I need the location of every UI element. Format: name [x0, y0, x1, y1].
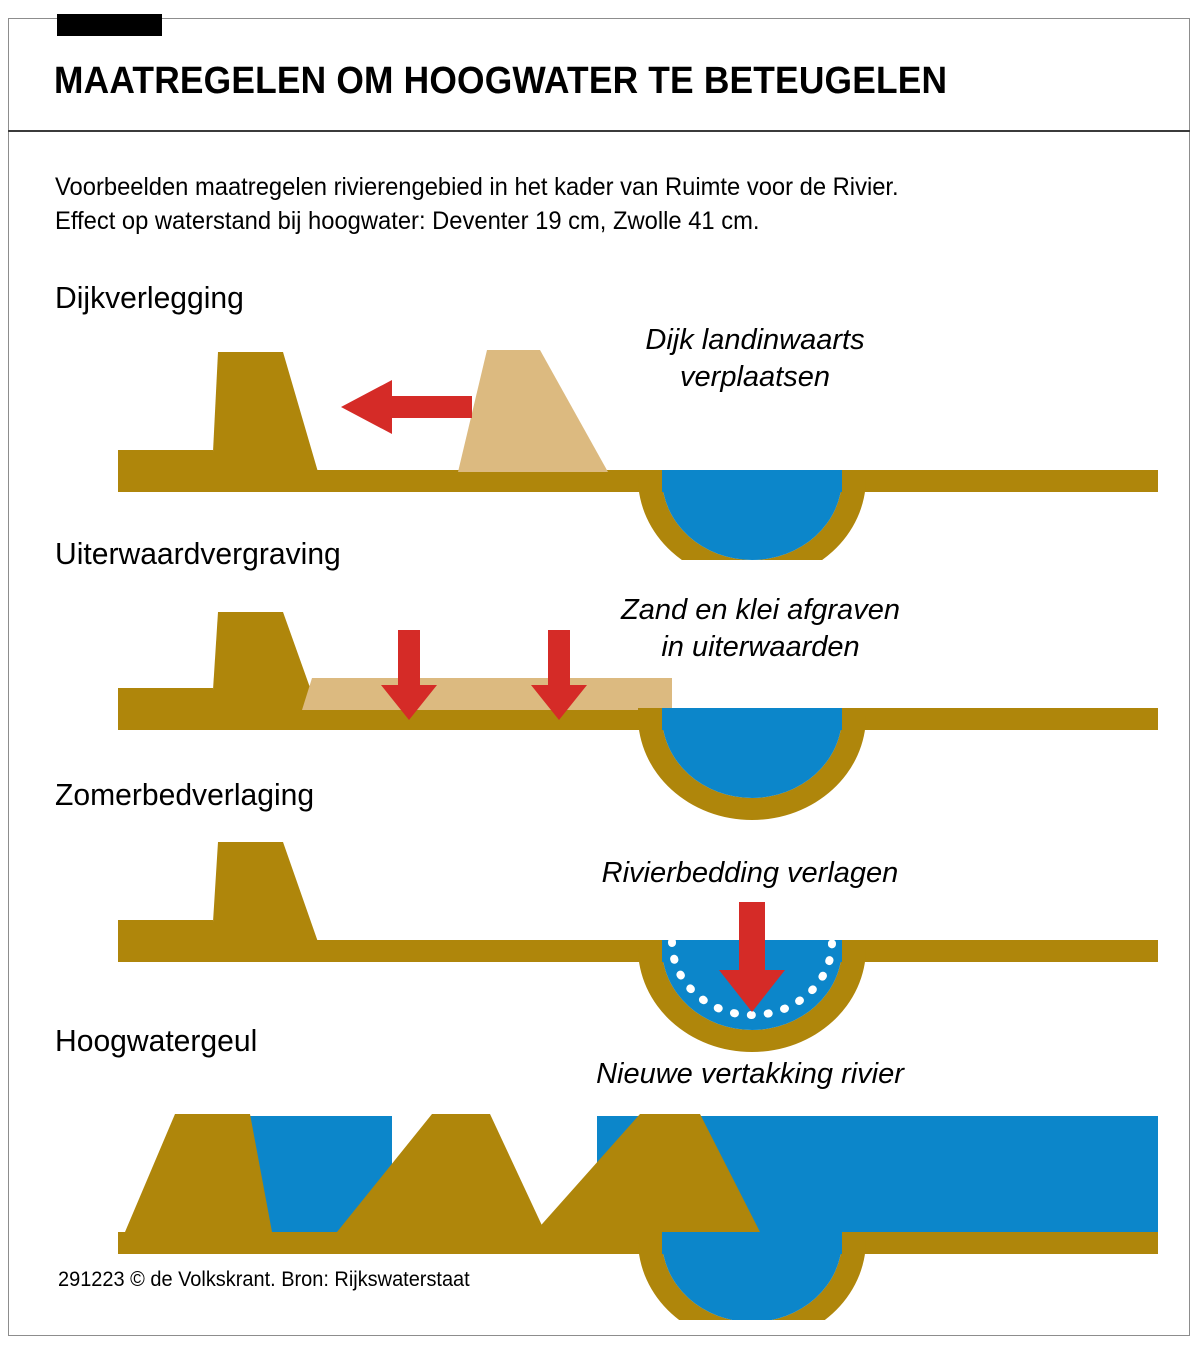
river-bank-gold [638, 708, 866, 820]
ground-strip [118, 470, 1158, 492]
diagram-zomerbedverlaging [0, 830, 1200, 1060]
annotation-line-1: Dijk landinwaarts [645, 324, 865, 356]
page-title: MAATREGELEN OM HOOGWATER TE BETEUGELEN [54, 60, 948, 102]
original-riverbed-dotted-line [668, 938, 836, 1019]
arrow-down-red-1 [381, 630, 437, 720]
arrow-down-red [719, 902, 785, 1012]
annotation-dijkverlegging: Dijk landinwaarts verplaatsen [585, 322, 925, 396]
section-label-dijkverlegging: Dijkverlegging [55, 280, 244, 315]
river-water-top [662, 470, 842, 492]
river-water-top [662, 1232, 842, 1254]
title-divider [8, 130, 1190, 132]
dike-1 [125, 1114, 272, 1232]
annotation-uiterwaardvergraving: Zand en klei afgraven in uiterwaarden [588, 592, 933, 666]
river-water [662, 470, 842, 560]
annotation-hoogwatergeul: Nieuwe vertakking rivier [565, 1056, 935, 1093]
existing-dike [213, 612, 318, 710]
left-berm [118, 688, 213, 714]
ground-strip [118, 940, 1158, 962]
river-water [662, 708, 842, 798]
section-label-uiterwaardvergraving: Uiterwaardvergraving [55, 536, 341, 571]
black-tab-marker [57, 14, 162, 36]
diagram-dijkverlegging [0, 330, 1200, 560]
river-bank-gold [638, 1232, 866, 1320]
arrow-down-red-2 [531, 630, 587, 720]
arrow-left-red [341, 380, 472, 434]
subtitle-line-2: Effect op waterstand bij hoogwater: Deve… [55, 207, 760, 235]
diagram-uiterwaardvergraving [0, 590, 1200, 820]
section-label-zomerbedverlaging: Zomerbedverlaging [55, 777, 315, 812]
river-bank-gold [638, 470, 866, 560]
left-berm [118, 450, 213, 476]
diagram-hoogwatergeul [0, 1090, 1200, 1320]
annotation-line-1: Rivierbedding verlagen [601, 857, 899, 889]
existing-dike [213, 352, 318, 472]
river-water-top [662, 708, 842, 730]
page-frame [8, 18, 1190, 1336]
ground-strip [118, 1232, 1158, 1254]
left-berm [118, 920, 213, 946]
existing-dike [213, 842, 318, 942]
dike-3 [535, 1114, 760, 1232]
annotation-line-2: in uiterwaarden [661, 631, 860, 663]
annotation-line-2: verplaatsen [680, 361, 830, 393]
annotation-line-1: Nieuwe vertakking rivier [596, 1058, 904, 1090]
relocated-dike-outline [458, 350, 608, 472]
dike-2 [337, 1114, 545, 1232]
annotation-zomerbedverlaging: Rivierbedding verlagen [570, 855, 930, 892]
ground-strip [118, 708, 1158, 730]
section-label-hoogwatergeul: Hoogwatergeul [55, 1023, 258, 1058]
annotation-line-1: Zand en klei afgraven [621, 594, 900, 626]
river-bank-gold [638, 940, 866, 1052]
subtitle: Voorbeelden maatregelen rivierengebied i… [55, 170, 1091, 238]
credit-line: 291223 © de Volkskrant. Bron: Rijkswater… [58, 1268, 470, 1291]
floodplain-excavation-layer [302, 678, 672, 710]
subtitle-line-1: Voorbeelden maatregelen rivierengebied i… [55, 173, 899, 201]
